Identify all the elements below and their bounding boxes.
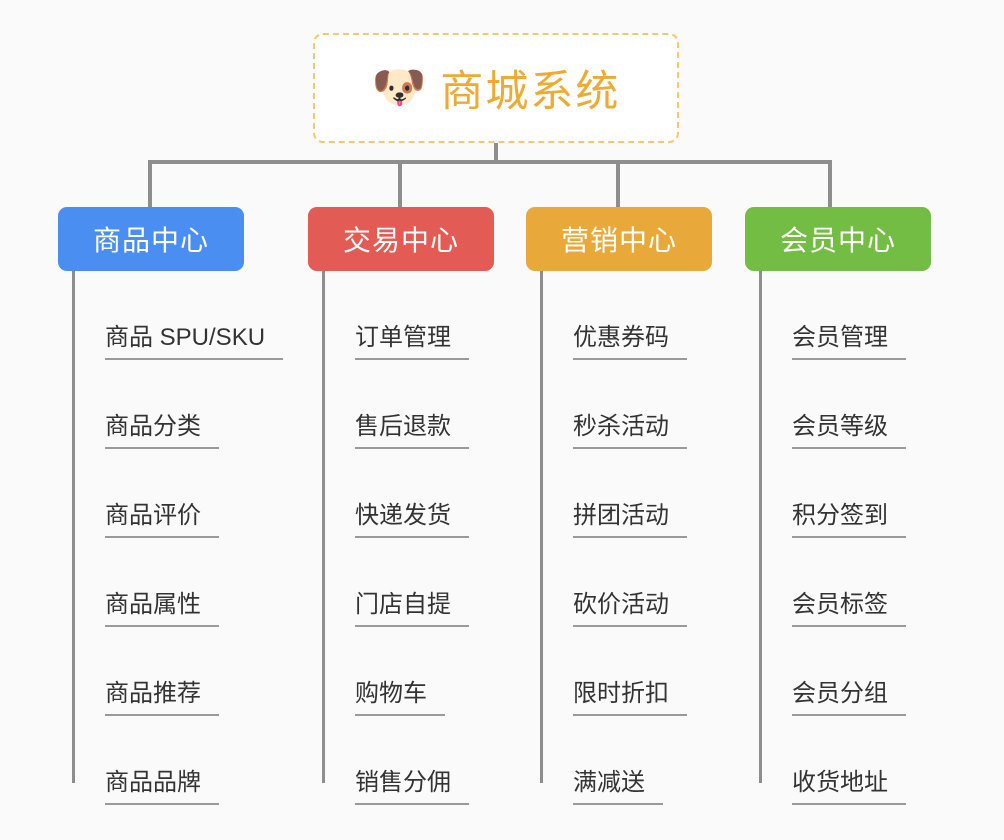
branch-header-1[interactable]: 商品中心 [58, 207, 244, 271]
leaf-item[interactable]: 优惠券码 [526, 271, 712, 360]
leaf-label: 售后退款 [355, 413, 469, 449]
leaf-label: 商品评价 [105, 502, 219, 538]
branch-交易中心: 交易中心 订单管理 售后退款 快递发货 门店自提 购物车 销售分佣 [308, 207, 494, 805]
leaf-item[interactable]: 订单管理 [308, 271, 494, 360]
leaf-item[interactable]: 商品品牌 [58, 716, 244, 805]
leaf-label: 会员标签 [792, 591, 906, 627]
leaf-label: 商品推荐 [105, 680, 219, 716]
branch-会员中心: 会员中心 会员管理 会员等级 积分签到 会员标签 会员分组 收货地址 [745, 207, 931, 805]
connector-drop-2 [398, 160, 402, 208]
leaf-label: 会员等级 [792, 413, 906, 449]
leaf-label: 满减送 [573, 769, 663, 805]
leaf-label: 购物车 [355, 680, 445, 716]
leaf-label: 砍价活动 [573, 591, 687, 627]
leaf-label: 限时折扣 [573, 680, 687, 716]
root-title: 商城系统 [440, 68, 621, 116]
connector-root-stem [494, 143, 498, 163]
leaf-item[interactable]: 秒杀活动 [526, 360, 712, 449]
leaf-list-2: 订单管理 售后退款 快递发货 门店自提 购物车 销售分佣 [308, 271, 494, 805]
leaf-label: 销售分佣 [355, 769, 469, 805]
leaf-list-1: 商品 SPU/SKU 商品分类 商品评价 商品属性 商品推荐 商品品牌 [58, 271, 284, 805]
connector-drop-1 [148, 160, 152, 208]
leaf-item[interactable]: 满减送 [526, 716, 712, 805]
leaf-label: 商品 SPU/SKU [105, 324, 284, 360]
leaf-label: 优惠券码 [573, 324, 687, 360]
leaf-item[interactable]: 商品评价 [58, 449, 244, 538]
leaf-item[interactable]: 积分签到 [745, 449, 931, 538]
leaf-item[interactable]: 限时折扣 [526, 627, 712, 716]
leaf-item[interactable]: 收货地址 [745, 716, 931, 805]
leaf-item[interactable]: 门店自提 [308, 538, 494, 627]
leaf-list-4: 会员管理 会员等级 积分签到 会员标签 会员分组 收货地址 [745, 271, 931, 805]
leaf-item[interactable]: 砍价活动 [526, 538, 712, 627]
leaf-item[interactable]: 商品属性 [58, 538, 244, 627]
leaf-item[interactable]: 会员管理 [745, 271, 931, 360]
leaf-label: 秒杀活动 [573, 413, 687, 449]
leaf-label: 商品品牌 [105, 769, 219, 805]
leaf-item[interactable]: 会员标签 [745, 538, 931, 627]
branch-trunk-1 [72, 271, 75, 783]
branch-营销中心: 营销中心 优惠券码 秒杀活动 拼团活动 砍价活动 限时折扣 满减送 [526, 207, 712, 805]
leaf-label: 商品分类 [105, 413, 219, 449]
leaf-label: 快递发货 [355, 502, 469, 538]
leaf-item[interactable]: 销售分佣 [308, 716, 494, 805]
connector-drop-3 [616, 160, 620, 208]
root-node[interactable]: 🐶 商城系统 [313, 33, 679, 143]
leaf-label: 会员管理 [792, 324, 906, 360]
leaf-item[interactable]: 会员等级 [745, 360, 931, 449]
branch-header-3[interactable]: 营销中心 [526, 207, 712, 271]
leaf-item[interactable]: 售后退款 [308, 360, 494, 449]
leaf-item[interactable]: 商品推荐 [58, 627, 244, 716]
leaf-item[interactable]: 商品 SPU/SKU [58, 271, 284, 360]
leaf-label: 订单管理 [355, 324, 469, 360]
leaf-label: 积分签到 [792, 502, 906, 538]
dog-face-icon: 🐶 [371, 63, 427, 112]
leaf-list-3: 优惠券码 秒杀活动 拼团活动 砍价活动 限时折扣 满减送 [526, 271, 712, 805]
leaf-label: 会员分组 [792, 680, 906, 716]
leaf-item[interactable]: 购物车 [308, 627, 494, 716]
leaf-item[interactable]: 会员分组 [745, 627, 931, 716]
branch-trunk-3 [540, 271, 543, 783]
leaf-label: 商品属性 [105, 591, 219, 627]
branch-header-2[interactable]: 交易中心 [308, 207, 494, 271]
leaf-label: 拼团活动 [573, 502, 687, 538]
leaf-label: 收货地址 [792, 769, 906, 805]
leaf-label: 门店自提 [355, 591, 469, 627]
connector-drop-4 [828, 160, 832, 208]
branch-trunk-4 [759, 271, 762, 783]
branch-商品中心: 商品中心 商品 SPU/SKU 商品分类 商品评价 商品属性 商品推荐 商品品牌 [58, 207, 284, 805]
leaf-item[interactable]: 商品分类 [58, 360, 244, 449]
branch-trunk-2 [322, 271, 325, 783]
branch-header-4[interactable]: 会员中心 [745, 207, 931, 271]
leaf-item[interactable]: 快递发货 [308, 449, 494, 538]
leaf-item[interactable]: 拼团活动 [526, 449, 712, 538]
connector-horizontal-bus [148, 160, 832, 164]
